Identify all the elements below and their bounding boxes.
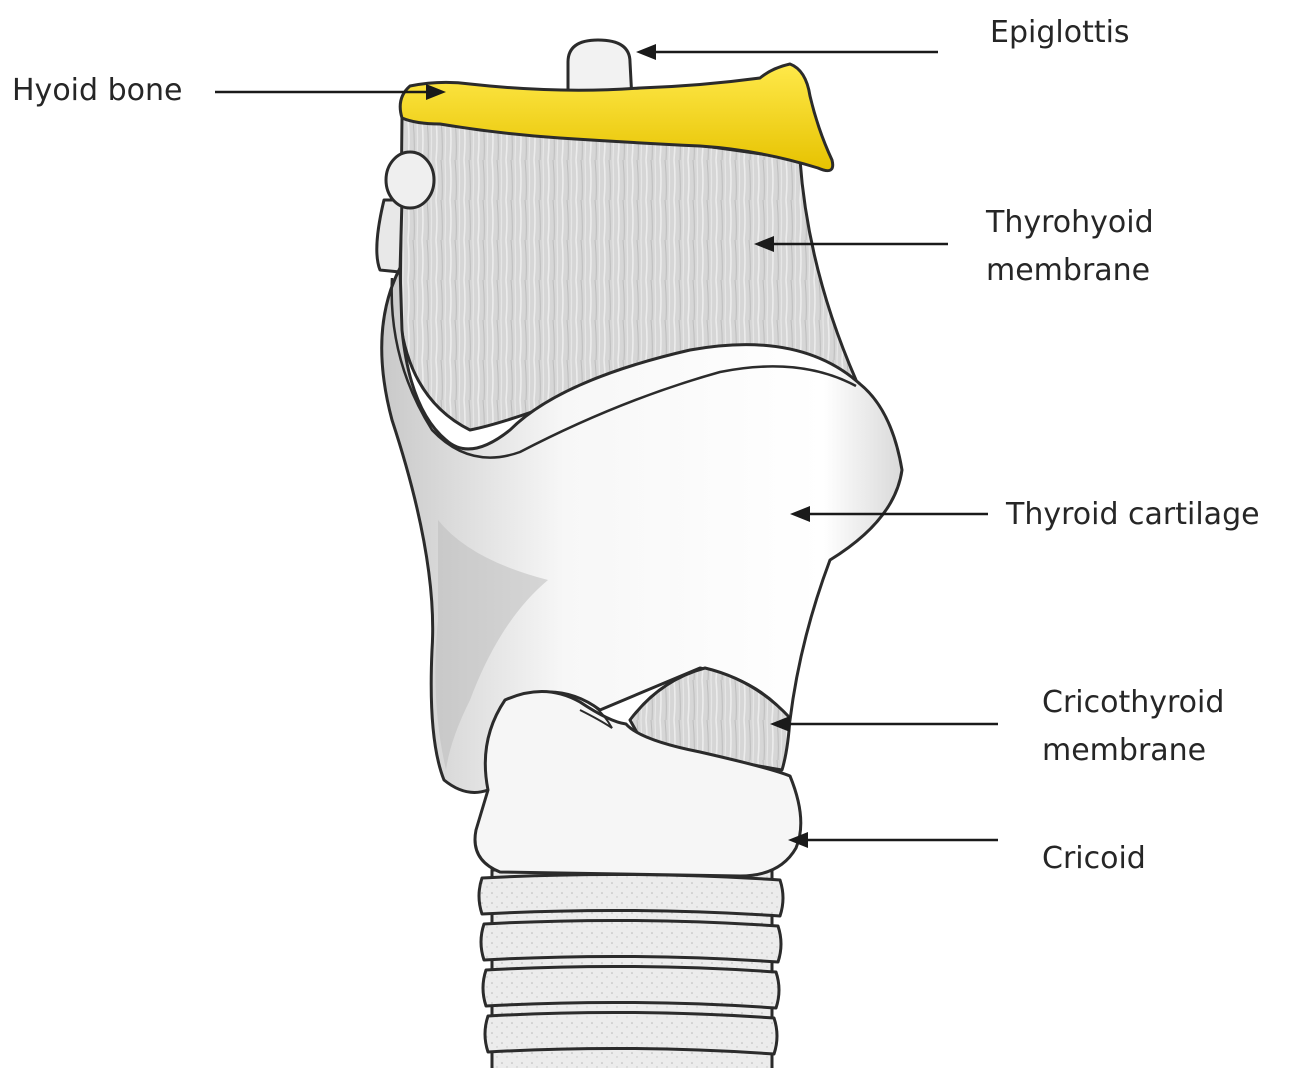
label-cricothyroid-line1: Cricothyroid xyxy=(1042,685,1224,720)
label-cricothyroid-line2: membrane xyxy=(1042,733,1206,768)
trachea xyxy=(479,870,783,1068)
label-thyrohyoid-line1: Thyrohyoid xyxy=(985,205,1154,240)
label-thyrohyoid-line2: membrane xyxy=(986,253,1150,288)
label-epiglottis: Epiglottis xyxy=(990,15,1130,50)
label-cricoid: Cricoid xyxy=(1042,841,1146,876)
epiglottis-arrowhead xyxy=(636,44,656,60)
label-hyoid-bone: Hyoid bone xyxy=(12,73,182,108)
label-thyroid-cartilage: Thyroid cartilage xyxy=(1005,497,1260,532)
